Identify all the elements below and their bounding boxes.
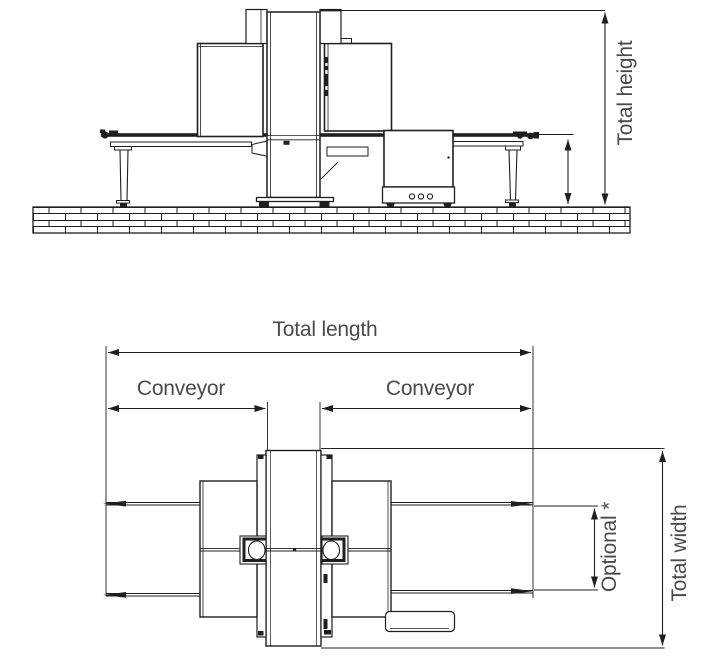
total-height-dimension bbox=[341, 10, 609, 205]
plan-bottom-box bbox=[384, 610, 456, 633]
optional-label: Optional * bbox=[598, 501, 621, 593]
left-panel bbox=[196, 33, 264, 138]
plan-center-belt bbox=[200, 547, 391, 552]
side-view bbox=[32, 8, 631, 234]
total-height-label: Total height bbox=[614, 40, 637, 146]
total-length-label: Total length bbox=[272, 318, 378, 341]
scanner-tower bbox=[245, 8, 342, 207]
plan-right-conveyor bbox=[391, 501, 533, 594]
side-left-conveyor bbox=[110, 141, 252, 207]
conveyor-left-label: Conveyor bbox=[136, 377, 226, 400]
plan-rollers bbox=[239, 535, 349, 565]
conveyor-right-label: Conveyor bbox=[385, 377, 475, 400]
floor-bricks bbox=[32, 206, 631, 234]
indicator-circle bbox=[408, 193, 416, 200]
right-panel bbox=[323, 38, 393, 132]
extension-lines bbox=[105, 346, 665, 649]
right-motor bbox=[513, 131, 539, 140]
plan-left-conveyor bbox=[103, 500, 200, 598]
conveyor-height-dimension bbox=[538, 134, 574, 204]
indicator-circle bbox=[426, 193, 434, 200]
total-width-label: Total width bbox=[668, 504, 691, 602]
control-cabinet bbox=[381, 129, 456, 208]
underframe-details bbox=[320, 146, 369, 180]
plan-view bbox=[103, 346, 666, 649]
belt-funnel bbox=[251, 140, 268, 157]
side-right-conveyor bbox=[452, 141, 524, 207]
left-motor bbox=[100, 129, 118, 139]
indicator-circle bbox=[417, 193, 425, 200]
